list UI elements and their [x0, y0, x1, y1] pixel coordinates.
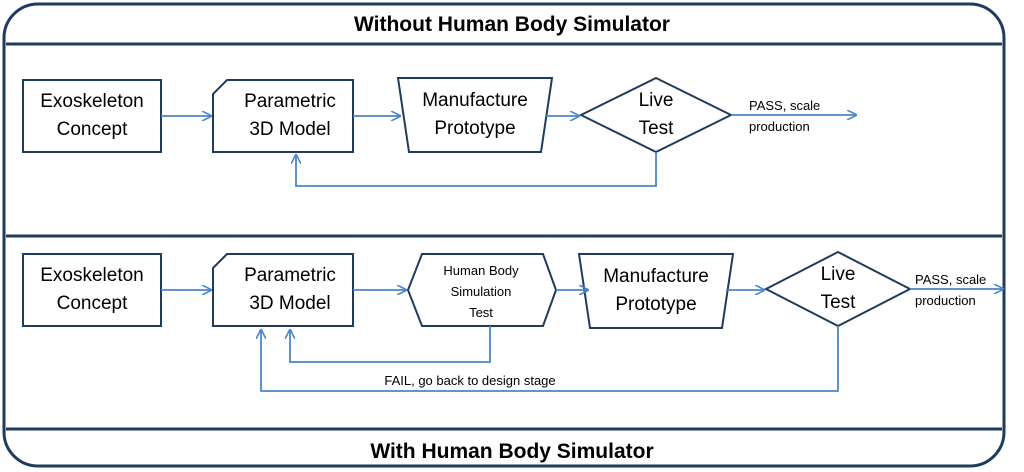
top-manufacture-node: Manufacture Prototype	[396, 77, 554, 153]
top-panel-title: Without Human Body Simulator	[354, 13, 670, 36]
top-concept-node: Exoskeleton Concept	[22, 79, 162, 153]
top-live-test-node: Live Test	[578, 76, 734, 154]
bottom-live-test-line1: Live	[821, 264, 856, 285]
bottom-concept-node: Exoskeleton Concept	[22, 253, 162, 327]
top-live-test-line2: Test	[639, 118, 675, 139]
bottom-simulation-line3: Test	[469, 305, 493, 320]
bottom-simulation-node: Human Body Simulation Test	[406, 253, 558, 327]
top-live-test-line1: Live	[639, 90, 674, 111]
bottom-concept-line2: Concept	[57, 293, 128, 314]
top-concept-line1: Exoskeleton	[40, 91, 144, 112]
top-concept-line2: Concept	[57, 119, 128, 140]
top-pass-label-line2: production	[749, 119, 810, 134]
bottom-manufacture-line2: Prototype	[615, 294, 696, 315]
outer-frame	[2, 2, 1006, 468]
top-manufacture-line2: Prototype	[434, 118, 515, 139]
bottom-model-node: Parametric 3D Model	[212, 253, 354, 327]
top-pass-label-line1: PASS, scale	[749, 98, 820, 113]
bottom-simulation-line1: Human Body	[443, 263, 519, 278]
bottom-panel: Exoskeleton Concept Parametric 3D Model …	[22, 250, 1003, 392]
bottom-live-test-node: Live Test	[763, 250, 913, 328]
top-model-line2: 3D Model	[249, 119, 330, 140]
bottom-fail-label: FAIL, go back to design stage	[384, 373, 555, 388]
top-arrow-feedback-loop	[296, 152, 657, 187]
bottom-model-line2: 3D Model	[249, 293, 330, 314]
bottom-arrow-simulation-feedback	[290, 326, 491, 363]
bottom-panel-title: With Human Body Simulator	[370, 440, 653, 463]
top-panel: Exoskeleton Concept Parametric 3D Model …	[22, 76, 856, 187]
bottom-manufacture-line1: Manufacture	[603, 266, 709, 287]
bottom-model-line1: Parametric	[244, 265, 336, 286]
bottom-pass-label-line1: PASS, scale	[915, 272, 986, 287]
top-model-node: Parametric 3D Model	[212, 79, 354, 153]
bottom-arrow-live-test-feedback	[261, 326, 839, 392]
bottom-concept-line1: Exoskeleton	[40, 265, 144, 286]
top-model-line1: Parametric	[244, 91, 336, 112]
bottom-simulation-line2: Simulation	[451, 284, 512, 299]
top-manufacture-line1: Manufacture	[422, 90, 528, 111]
bottom-pass-label-line2: production	[915, 293, 976, 308]
bottom-live-test-line2: Test	[821, 292, 857, 313]
bottom-manufacture-node: Manufacture Prototype	[577, 253, 735, 329]
